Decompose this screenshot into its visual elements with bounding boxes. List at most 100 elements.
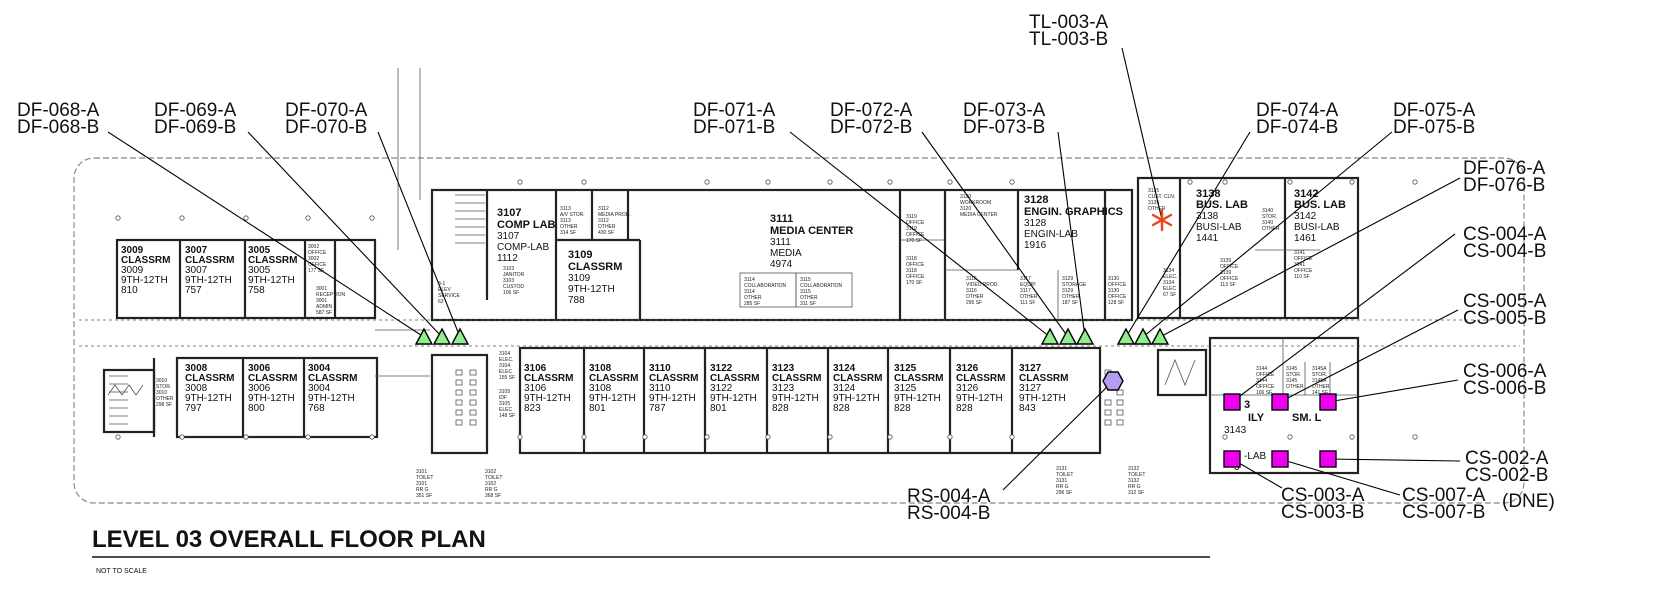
svg-text:TL-003-A: TL-003-A (1029, 12, 1109, 33)
svg-text:CS-002-A: CS-002-A (1465, 448, 1549, 469)
svg-text:OFFICE: OFFICE (1294, 256, 1313, 262)
df-071-marker (1040, 327, 1060, 345)
svg-text:CLASSRM: CLASSRM (248, 373, 297, 384)
svg-text:106 SF: 106 SF (503, 290, 519, 296)
label-cs-004: CS-004-A CS-004-B (1463, 224, 1547, 262)
svg-text:DF-069-A: DF-069-A (154, 100, 237, 121)
svg-text:OFFICE: OFFICE (308, 250, 327, 256)
leader-lines (107, 47, 1461, 496)
df-075-marker (1133, 327, 1153, 345)
svg-text:OFFICE: OFFICE (1108, 294, 1127, 300)
room-3120: 3120 WORKROOM 3120 MEDIA CENTER (960, 194, 998, 218)
svg-text:3130: 3130 (1108, 276, 1119, 282)
room-3107-comp-lab: 3107 COMP LAB 3107 COMP-LAB 1112 (497, 207, 556, 264)
svg-text:3005: 3005 (248, 265, 271, 276)
svg-text:3107: 3107 (497, 207, 521, 219)
svg-text:3101: 3101 (416, 469, 427, 475)
svg-text:9TH-12TH: 9TH-12TH (185, 393, 232, 404)
scale-note: NOT TO SCALE (96, 568, 147, 575)
svg-text:3106: 3106 (524, 383, 547, 394)
svg-text:CS-007-B: CS-007-B (1402, 502, 1485, 523)
svg-text:3135: 3135 (1148, 200, 1159, 206)
label-rs-004: RS-004-A RS-004-B (907, 486, 991, 524)
svg-text:9TH-12TH: 9TH-12TH (248, 275, 295, 286)
cs-006-marker (1319, 393, 1337, 411)
svg-text:828: 828 (956, 403, 973, 414)
room-elev: 3-1 ELEV SERVICE 63 (438, 281, 461, 305)
svg-text:3002: 3002 (308, 244, 319, 250)
svg-text:3134: 3134 (1163, 268, 1174, 274)
svg-text:CLASSRM: CLASSRM (248, 255, 297, 266)
svg-text:3104: 3104 (499, 363, 510, 369)
svg-text:CS-005-A: CS-005-A (1463, 291, 1547, 312)
svg-text:788: 788 (568, 295, 585, 306)
svg-text:CLASSRM: CLASSRM (185, 255, 234, 266)
svg-text:351 SF: 351 SF (416, 493, 432, 499)
svg-text:3145: 3145 (1286, 366, 1297, 372)
svg-text:DF-074-B: DF-074-B (1256, 117, 1338, 138)
room-3129: 3129 STORAGE 3129 OTHER 187 SF (1062, 276, 1087, 306)
room-3101: 3101 TOILET 3101 RR G 351 SF (416, 469, 433, 499)
svg-text:801: 801 (589, 403, 606, 414)
svg-text:3141: 3141 (1294, 250, 1305, 256)
room-3145: 3145 STOR. 3145 OTHER (1286, 366, 1304, 390)
svg-text:OFFICE: OFFICE (1220, 276, 1239, 282)
svg-text:3104: 3104 (499, 351, 510, 357)
svg-text:OFFICE: OFFICE (1220, 264, 1239, 270)
svg-text:768: 768 (308, 403, 325, 414)
svg-text:1916: 1916 (1024, 240, 1047, 251)
svg-text:9TH-12TH: 9TH-12TH (185, 275, 232, 286)
room-3112: 3112 MEDIA PROD. 3112 OTHER 430 SF (598, 206, 631, 236)
svg-text:CLASSRM: CLASSRM (772, 373, 821, 384)
label-cs-005: CS-005-A CS-005-B (1463, 291, 1547, 329)
room-3108: 3108 CLASSRM 3108 9TH-12TH 801 (589, 363, 638, 414)
svg-text:3103: 3103 (503, 266, 514, 272)
room-3125: 3125 CLASSRM 3125 9TH-12TH 828 (894, 363, 943, 414)
svg-text:DF-074-A: DF-074-A (1256, 100, 1339, 121)
svg-text:587 SF: 587 SF (316, 310, 332, 316)
svg-text:TOILET: TOILET (485, 475, 502, 481)
svg-text:OTHER: OTHER (1148, 206, 1166, 212)
svg-text:BUS. LAB: BUS. LAB (1294, 199, 1346, 211)
room-3138-bus-lab: 3138 BUS. LAB 3138 BUSI-LAB 1441 (1196, 188, 1248, 244)
room-3119: 3119 OFFICE 3119 OFFICE 170 SF (906, 214, 925, 244)
svg-text:3123: 3123 (772, 383, 795, 394)
svg-text:CLASSRM: CLASSRM (308, 373, 357, 384)
svg-text:BUS. LAB: BUS. LAB (1196, 199, 1248, 211)
svg-text:3141: 3141 (1294, 262, 1305, 268)
svg-text:3117: 3117 (1020, 288, 1031, 294)
svg-text:CLASSRM: CLASSRM (185, 373, 234, 384)
room-3106: 3106 CLASSRM 3106 9TH-12TH 823 (524, 363, 573, 414)
svg-text:9TH-12TH: 9TH-12TH (649, 393, 696, 404)
svg-text:DF-073-B: DF-073-B (963, 117, 1045, 138)
svg-text:3105: 3105 (499, 389, 510, 395)
svg-text:3111: 3111 (770, 237, 791, 248)
room-3140: 3140 STOR. 3140 OTHER (1262, 208, 1280, 232)
svg-text:3113: 3113 (560, 206, 571, 212)
df-072-marker (1058, 327, 1078, 345)
svg-text:ELEC: ELEC (499, 407, 512, 413)
svg-text:CS-006-B: CS-006-B (1463, 378, 1546, 399)
svg-text:DF-072-A: DF-072-A (830, 100, 913, 121)
svg-text:OTHER: OTHER (1062, 294, 1080, 300)
svg-text:9TH-12TH: 9TH-12TH (956, 393, 1003, 404)
svg-text:368 SF: 368 SF (485, 493, 501, 499)
svg-text:STORAGE: STORAGE (1062, 282, 1087, 288)
svg-text:DF-076-B: DF-076-B (1463, 175, 1545, 196)
svg-text:3001: 3001 (316, 286, 327, 292)
svg-text:3105: 3105 (499, 401, 510, 407)
svg-text:VIDEO PROD.: VIDEO PROD. (966, 282, 999, 288)
room-3144: 3144 OFFICE 3144 OFFICE 106 SF (1256, 366, 1275, 396)
label-df-074: DF-074-A DF-074-B (1256, 100, 1339, 138)
svg-text:1441: 1441 (1196, 233, 1219, 244)
svg-text:3112: 3112 (598, 206, 609, 212)
svg-text:110 SF: 110 SF (1294, 274, 1310, 280)
cs-005-marker (1271, 393, 1289, 411)
svg-text:9TH-12TH: 9TH-12TH (121, 275, 168, 286)
svg-text:CUST. CLN.: CUST. CLN. (1148, 194, 1175, 200)
svg-text:JANITOR: JANITOR (503, 272, 525, 278)
svg-text:3143: 3143 (1224, 425, 1247, 436)
svg-text:3010: 3010 (156, 390, 167, 396)
svg-text:OFFICE: OFFICE (906, 232, 925, 238)
